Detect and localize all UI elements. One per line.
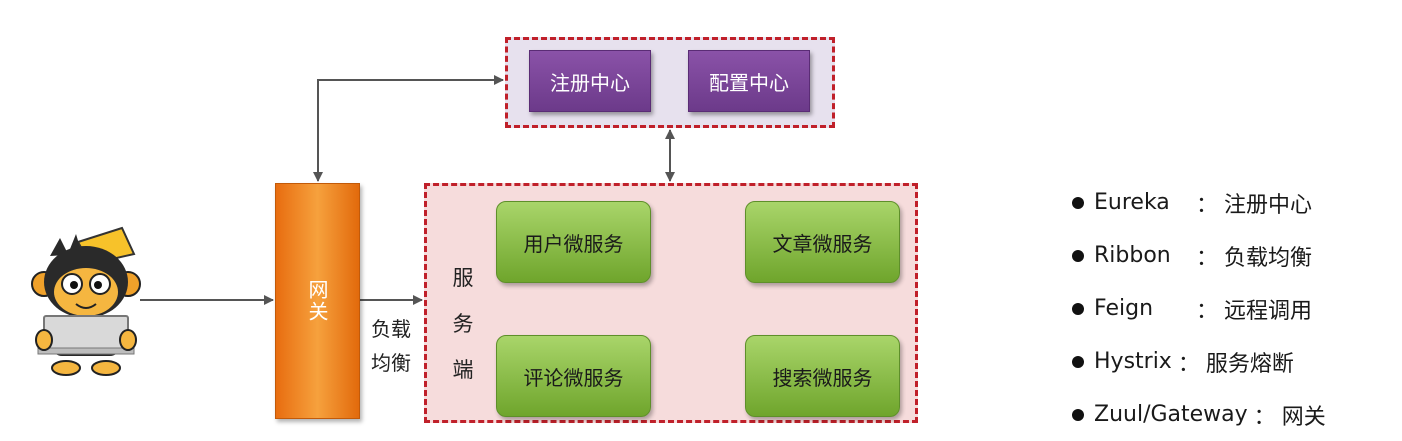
legend-term: Hystrix bbox=[1094, 349, 1172, 374]
legend-item: Hystrix ： 服务熔断 bbox=[1072, 335, 1326, 388]
legend-separator: ： bbox=[1177, 351, 1200, 377]
comment-service-node: 评论微服务 bbox=[496, 335, 651, 417]
legend-desc: 服务熔断 bbox=[1205, 351, 1294, 377]
legend-desc: 负载均衡 bbox=[1224, 245, 1313, 271]
legend-separator: ： bbox=[1196, 298, 1219, 324]
legend-term: Feign bbox=[1094, 296, 1154, 321]
legend-item: Eureka ： 注册中心 bbox=[1072, 176, 1326, 229]
legend-separator: ： bbox=[1196, 245, 1219, 271]
gateway-label: 网关 bbox=[305, 279, 329, 323]
legend-item: Ribbon ： 负载均衡 bbox=[1072, 229, 1326, 282]
gateway-to-registry-arrow bbox=[313, 75, 504, 182]
load-balance-line: 负载 bbox=[371, 317, 411, 341]
bullet-icon bbox=[1072, 249, 1084, 262]
legend-term: Zuul/Gateway bbox=[1094, 402, 1248, 427]
search-service-node: 搜索微服务 bbox=[745, 335, 900, 417]
monkey-laptop-icon bbox=[31, 226, 141, 376]
bullet-icon bbox=[1072, 196, 1084, 209]
service-side-char: 端 bbox=[452, 358, 474, 382]
service-side-char: 服 bbox=[452, 266, 474, 290]
bullet-icon bbox=[1072, 302, 1084, 315]
legend-term: Ribbon bbox=[1094, 243, 1171, 268]
legend-desc: 注册中心 bbox=[1224, 192, 1313, 218]
load-balance-line: 均衡 bbox=[371, 351, 411, 375]
legend-term: Eureka bbox=[1094, 190, 1170, 215]
legend-desc: 网关 bbox=[1281, 404, 1326, 430]
article-service-node: 文章微服务 bbox=[745, 201, 900, 283]
user-service-node: 用户微服务 bbox=[496, 201, 651, 283]
legend-item: Zuul/Gateway ： 网关 bbox=[1072, 388, 1326, 441]
legend-item: Feign ： 远程调用 bbox=[1072, 282, 1326, 335]
bullet-icon bbox=[1072, 355, 1084, 368]
service-side-label: 服 务 端 bbox=[450, 255, 476, 393]
gateway-node: 网关 bbox=[275, 183, 360, 419]
config-center-node: 配置中心 bbox=[688, 50, 810, 112]
service-side-char: 务 bbox=[452, 312, 474, 336]
legend-separator: ： bbox=[1196, 192, 1219, 218]
bullet-icon bbox=[1072, 408, 1084, 421]
legend-separator: ： bbox=[1253, 404, 1276, 430]
load-balance-label: 负载 均衡 bbox=[364, 312, 418, 380]
registry-center-node: 注册中心 bbox=[529, 50, 651, 112]
legend-desc: 远程调用 bbox=[1224, 298, 1313, 324]
component-legend: Eureka ： 注册中心 Ribbon ： 负载均衡 Feign ： 远程调用… bbox=[1072, 176, 1326, 441]
